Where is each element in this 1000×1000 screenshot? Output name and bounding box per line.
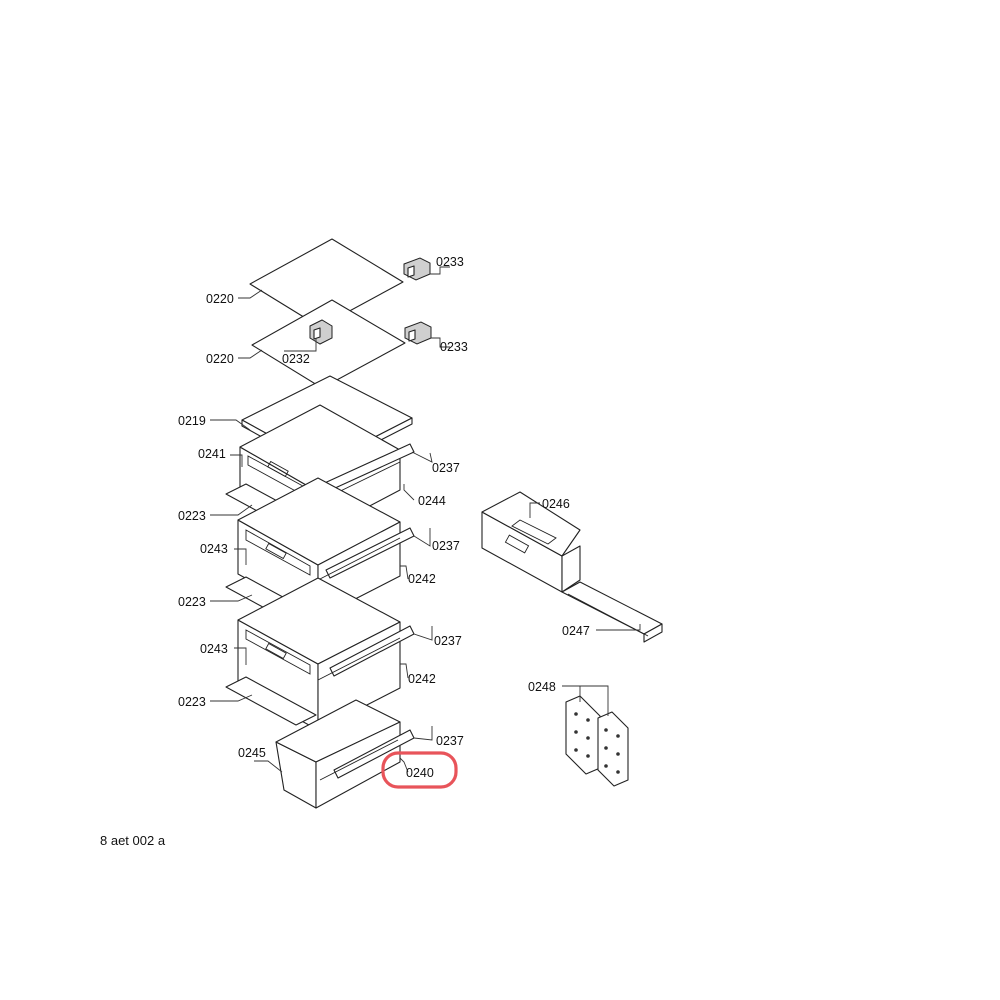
shelf-clip-middle[interactable] [309,319,333,345]
label-0237-third[interactable]: 0237 [434,634,462,648]
label-0237-second[interactable]: 0237 [432,539,460,553]
label-0237-fourth[interactable]: 0237 [436,734,464,748]
label-0244[interactable]: 0244 [418,494,446,508]
shelf-clip-top[interactable] [403,257,431,281]
highlight-marker [381,751,458,789]
label-0219[interactable]: 0219 [178,414,206,428]
label-0237-first[interactable]: 0237 [432,461,460,475]
diagram-reference-code: 8 aet 002 a [100,833,166,848]
label-0232[interactable]: 0232 [282,352,310,366]
shelf-clip-second[interactable] [404,321,432,345]
cold-pack-1[interactable] [565,695,601,775]
label-0233-top[interactable]: 0233 [436,255,464,269]
tray-holder[interactable] [561,581,663,643]
leader-lines [210,266,641,773]
cold-pack-2[interactable] [597,711,629,787]
label-0248[interactable]: 0248 [528,680,556,694]
label-0240[interactable]: 0240 [406,766,434,780]
label-0233-second[interactable]: 0233 [440,340,468,354]
label-0223-second[interactable]: 0223 [178,595,206,609]
label-0223-first[interactable]: 0223 [178,509,206,523]
label-0246[interactable]: 0246 [542,497,570,511]
divider-plate-3[interactable] [225,676,317,726]
label-0220-top[interactable]: 0220 [206,292,234,306]
part-labels: 0220 0220 0232 0233 0233 0219 0241 0237 … [178,255,590,780]
label-0220-second[interactable]: 0220 [206,352,234,366]
glass-shelf-top[interactable] [249,238,404,328]
label-0223-third[interactable]: 0223 [178,695,206,709]
drawer-bottom[interactable] [275,699,415,809]
label-0247[interactable]: 0247 [562,624,590,638]
label-0241[interactable]: 0241 [198,447,226,461]
label-0242-second[interactable]: 0242 [408,672,436,686]
label-0245[interactable]: 0245 [238,746,266,760]
label-0243-first[interactable]: 0243 [200,542,228,556]
label-0242-first[interactable]: 0242 [408,572,436,586]
label-0243-second[interactable]: 0243 [200,642,228,656]
glass-shelf-second[interactable] [251,299,406,389]
